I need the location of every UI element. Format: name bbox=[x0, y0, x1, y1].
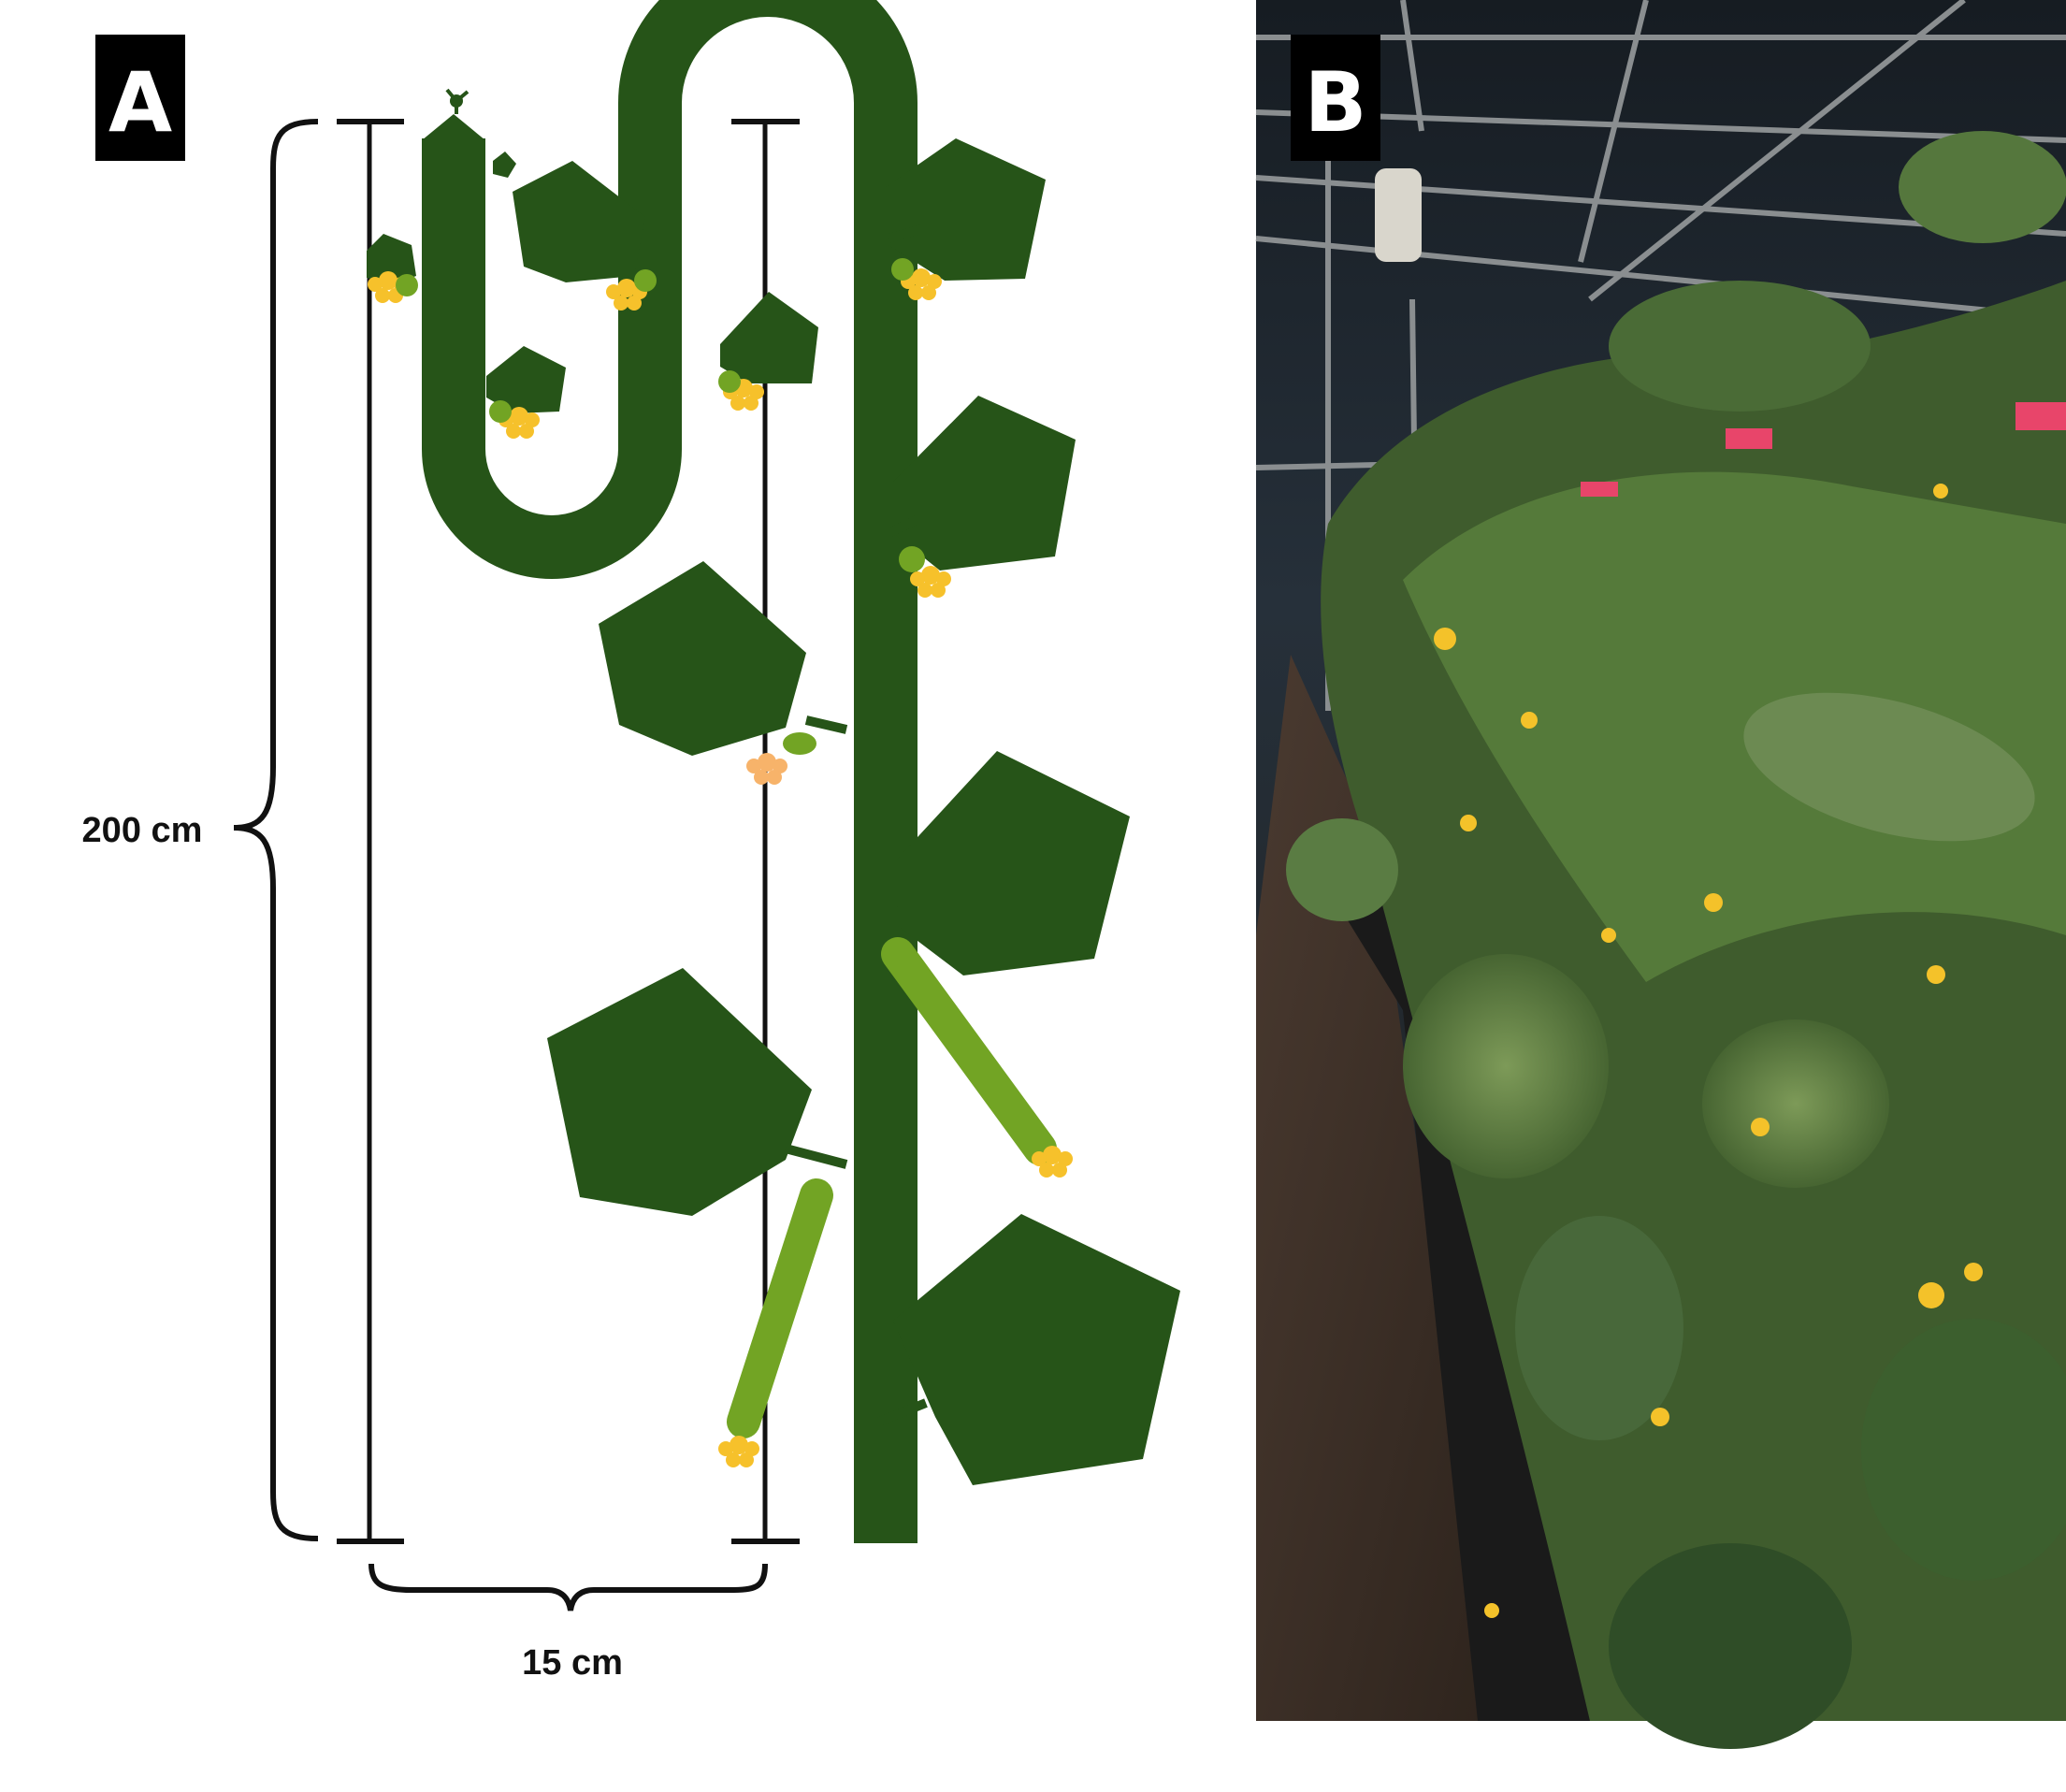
leaf-4 bbox=[886, 138, 1046, 281]
height-label: 200 cm bbox=[82, 811, 203, 850]
panel-a-label-box bbox=[95, 35, 185, 161]
greenhouse-floor bbox=[1256, 655, 1496, 1721]
leaf-2 bbox=[513, 161, 645, 282]
apex-sprout bbox=[445, 88, 470, 114]
foliage bbox=[1286, 131, 2066, 1749]
photo-flowers bbox=[1434, 484, 1983, 1618]
cucumber-right bbox=[881, 937, 1057, 1165]
panel-a: A 200 cm 15 cm bbox=[82, 0, 1180, 1683]
panel-a-label: A bbox=[108, 54, 172, 151]
leaf-7 bbox=[599, 561, 806, 756]
leaf-9 bbox=[547, 968, 812, 1216]
apex-small-leaf bbox=[493, 152, 516, 178]
leaf-5 bbox=[720, 292, 818, 383]
leaves bbox=[367, 138, 1180, 1485]
width-brace bbox=[368, 1563, 768, 1611]
leaf-6 bbox=[889, 396, 1076, 571]
stem-tip bbox=[422, 138, 485, 166]
height-brace bbox=[233, 119, 319, 1541]
leaf-10 bbox=[893, 1214, 1180, 1485]
leaf-1 bbox=[367, 234, 416, 285]
leaf-8 bbox=[896, 751, 1130, 975]
greenhouse-lamp bbox=[1375, 168, 1422, 262]
panel-b-label-box bbox=[1291, 35, 1380, 161]
flowers bbox=[368, 258, 1073, 1467]
plant-stem bbox=[422, 0, 917, 1543]
cucumber-left bbox=[727, 1178, 833, 1438]
width-label: 15 cm bbox=[522, 1643, 623, 1683]
photo-tags bbox=[1581, 402, 2066, 497]
stem-apex bbox=[422, 114, 485, 140]
leaf-3 bbox=[486, 346, 566, 413]
panel-b-label: B bbox=[1304, 54, 1366, 151]
panel-b: B bbox=[1255, 0, 2066, 1749]
